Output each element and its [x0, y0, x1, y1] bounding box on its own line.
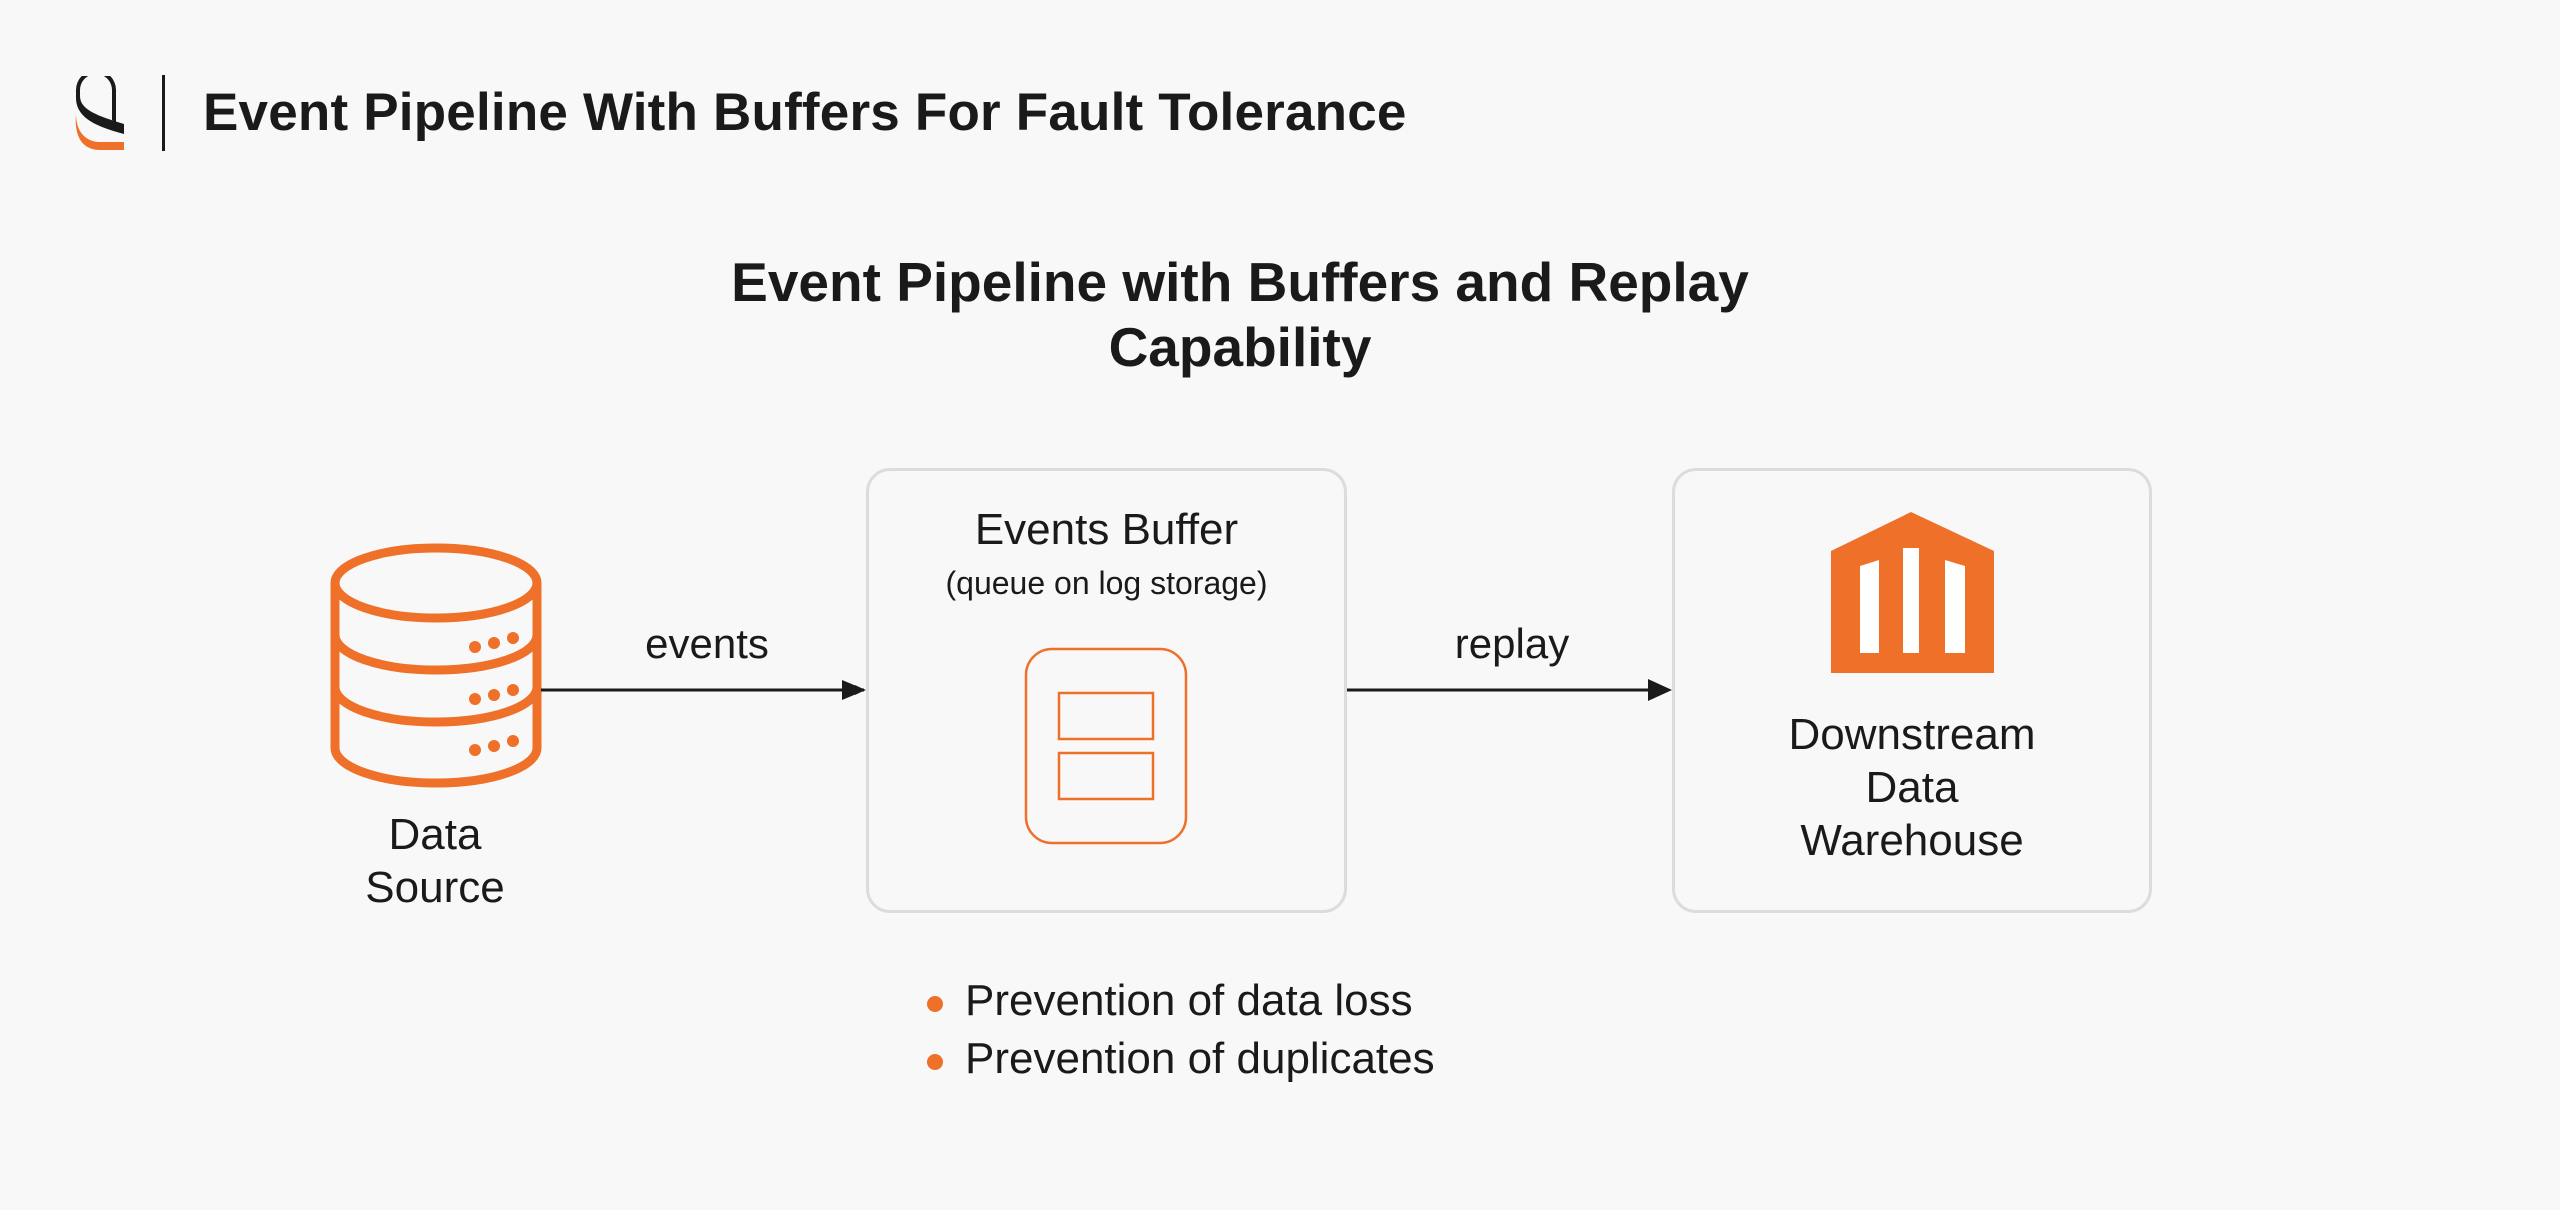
- diagram-title-line2: Capability: [1108, 316, 1372, 378]
- data-source-label: Data Source: [285, 808, 585, 914]
- diagram-title: Event Pipeline with Buffers and Replay C…: [630, 250, 1850, 380]
- list-item: Prevention of duplicates: [925, 1030, 1435, 1088]
- warehouse-label-line1: Downstream: [1788, 710, 2036, 759]
- brand-logo-icon: [75, 76, 124, 150]
- events-buffer-title: Events Buffer: [974, 505, 1239, 554]
- events-arrowhead: [842, 680, 866, 700]
- edge-label-events: events: [645, 620, 769, 667]
- diagram-title-line1: Event Pipeline with Buffers and Replay: [731, 251, 1749, 313]
- data-source-label-line2: Source: [365, 863, 505, 912]
- events-buffer-subtitle: (queue on log storage): [945, 565, 1268, 601]
- warehouse-icon: [1831, 512, 1994, 673]
- data-source-label-line1: Data: [388, 810, 482, 859]
- replay-arrowhead: [1648, 679, 1672, 701]
- benefit-text: Prevention of data loss: [965, 976, 1413, 1025]
- database-indicator-dots: [469, 632, 519, 756]
- warehouse-label-line3: Warehouse: [1800, 816, 2024, 865]
- warehouse-node: [1672, 468, 2152, 913]
- edge-label-replay: replay: [1454, 620, 1570, 667]
- bullet-icon: [927, 1054, 943, 1070]
- list-item: Prevention of data loss: [925, 972, 1435, 1030]
- events-buffer-node: [866, 468, 1347, 913]
- header-divider: [162, 75, 165, 151]
- page-title: Event Pipeline With Buffers For Fault To…: [203, 83, 1407, 142]
- benefit-text: Prevention of duplicates: [965, 1034, 1435, 1083]
- benefits-list: Prevention of data loss Prevention of du…: [925, 972, 1435, 1088]
- database-icon: [330, 543, 542, 788]
- warehouse-label: Downstream Data Warehouse: [1672, 708, 2152, 867]
- bullet-icon: [927, 996, 943, 1012]
- warehouse-label-line2: Data: [1865, 763, 1959, 812]
- buffer-queue-icon: [1024, 647, 1188, 845]
